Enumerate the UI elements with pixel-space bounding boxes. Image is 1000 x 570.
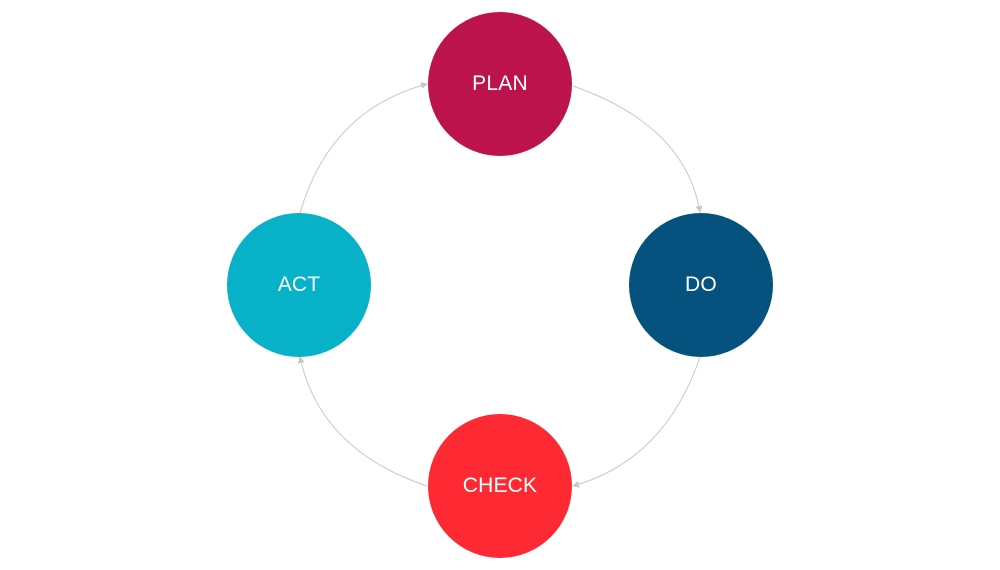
plan-node: PLAN [428,12,572,156]
act-label: ACT [277,273,321,296]
arrow-check-to-act [297,356,428,487]
plan-label: PLAN [472,72,528,95]
do-node: DO [629,213,773,357]
check-label: CHECK [462,474,538,497]
check-node: CHECK [428,414,572,558]
arrow-act-to-plan [299,82,428,214]
arrow-do-to-check [572,356,701,488]
act-node: ACT [227,213,371,357]
arrow-plan-to-do [572,85,703,213]
do-label: DO [685,273,717,296]
